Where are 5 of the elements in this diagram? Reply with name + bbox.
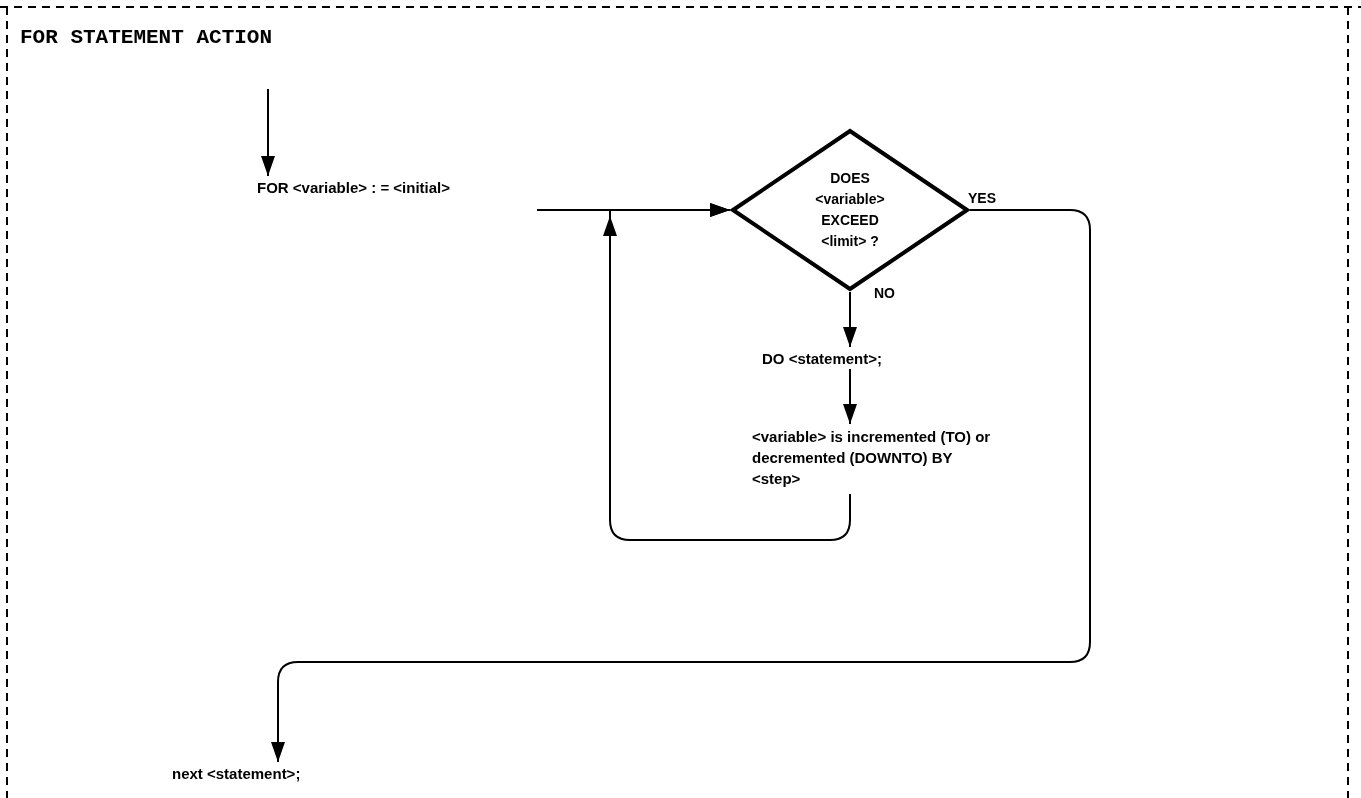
statement-text: next <statement>;	[172, 762, 352, 784]
statement-text: DO <statement>;	[762, 347, 938, 369]
statement-text: <variable> is incremented (TO) or decremented (DOWNTO) BY <step>	[752, 424, 1022, 490]
statement-text: FOR <variable> : = <initial>	[257, 176, 537, 198]
title: FOR STATEMENT ACTION	[20, 25, 273, 51]
